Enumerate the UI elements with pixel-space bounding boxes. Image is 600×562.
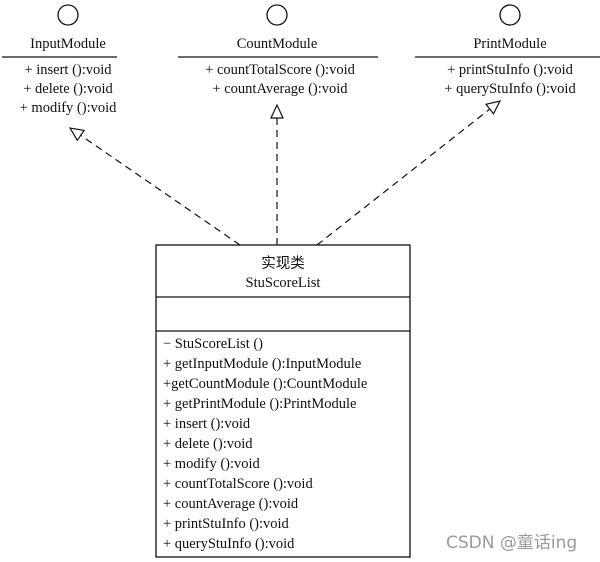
interface-lollipop-icon [57,4,79,26]
realization-arrow-print [316,100,502,246]
interface-name: PrintModule [473,36,546,52]
method: + queryStuInfo ():void [444,81,576,97]
method: − StuScoreList () [163,336,263,352]
interface-lollipop-icon [499,4,521,26]
interface-lollipop-icon [266,4,288,26]
method: + countTotalScore ():void [163,476,313,492]
interface-count-module: CountModule + countTotalScore ():void + … [178,4,378,97]
method: + modify ():void [20,100,118,116]
method: + queryStuInfo ():void [163,536,295,552]
method: + countTotalScore ():void [205,62,355,78]
method-list: − StuScoreList () + getInputModule ():In… [163,336,367,552]
method: + countAverage ():void [212,81,348,97]
method: + modify ():void [163,456,261,472]
class-stereotype: 实现类 [261,255,305,272]
interface-name: InputModule [30,36,106,52]
class-stu-score-list: 实现类 StuScoreList − StuScoreList () + get… [155,244,411,558]
method: +getCountModule ():CountModule [163,376,367,392]
method: + printStuInfo ():void [163,516,290,532]
method: + printStuInfo ():void [447,62,574,78]
interface-name: CountModule [237,36,318,52]
method: + getPrintModule ():PrintModule [163,396,356,412]
interface-input-module: InputModule + insert ():void + delete ()… [2,4,118,116]
interface-print-module: PrintModule + printStuInfo ():void + que… [415,4,600,97]
method: + insert ():void [24,62,112,78]
watermark: CSDN @童话ing [446,533,577,553]
method: + delete ():void [23,81,113,97]
method: + insert ():void [163,416,251,432]
class-name: StuScoreList [246,275,321,291]
realization-arrow-input [68,127,241,246]
method: + getInputModule ():InputModule [163,356,361,372]
method: + countAverage ():void [163,496,299,512]
method: + delete ():void [163,436,253,452]
